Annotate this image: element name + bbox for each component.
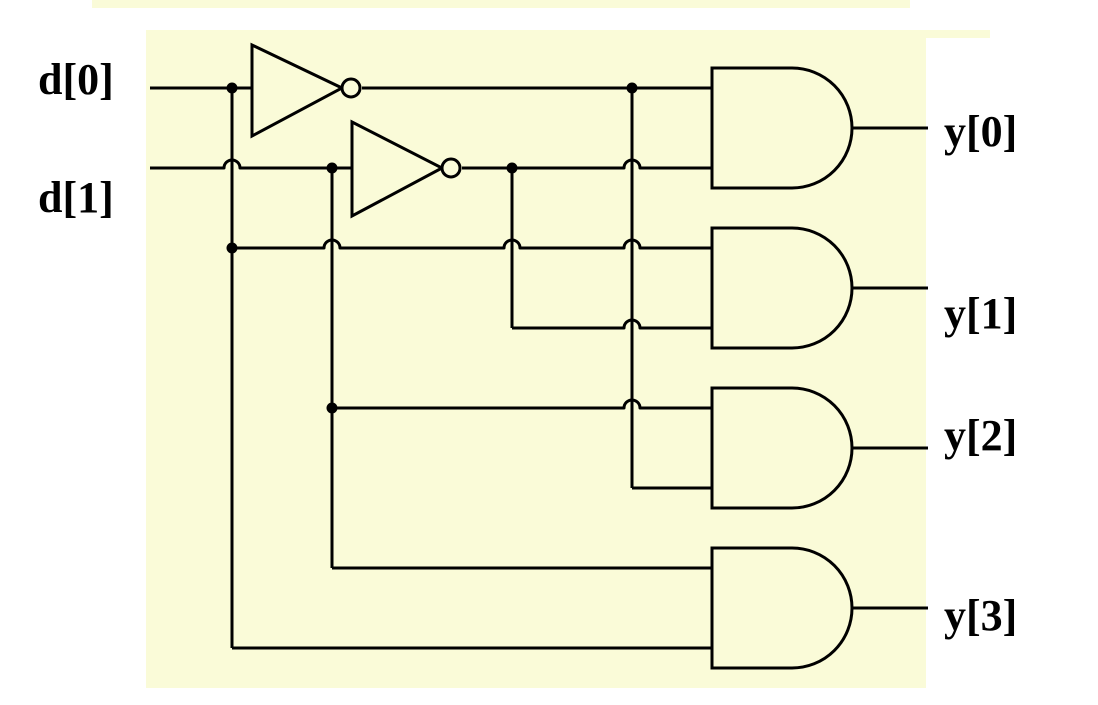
input-label-d1: d[1]	[38, 173, 114, 222]
junction-d0-top	[226, 82, 238, 94]
junction-d1-y2	[326, 402, 338, 414]
output-label-y2: y[2]	[944, 411, 1018, 460]
and-gate-y3	[710, 546, 854, 670]
output-label-y3: y[3]	[944, 591, 1018, 640]
output-label-y0: y[0]	[944, 107, 1018, 156]
not-gate-d0	[250, 42, 346, 139]
not-gate-d0-bubble	[340, 77, 362, 99]
junction-not-d1	[506, 162, 518, 174]
wire-y1-in-d0	[232, 238, 712, 250]
output-label-y1: y[1]	[944, 289, 1018, 338]
input-label-d0: d[0]	[38, 55, 114, 104]
not-gate-d1-bubble	[440, 157, 462, 179]
and-gate-y0	[710, 66, 854, 190]
and-gate-y2	[710, 386, 854, 510]
background-strip	[92, 0, 910, 8]
wire-y2-in-d1	[332, 398, 712, 410]
junction-not-d0	[626, 82, 638, 94]
wire-y1-in-not-d1	[512, 318, 712, 330]
not-gate-d1	[350, 119, 446, 219]
junction-d0-y1	[226, 242, 238, 254]
background-strip-right	[912, 30, 990, 38]
junction-d1-top	[326, 162, 338, 174]
and-gate-y1	[710, 226, 854, 350]
